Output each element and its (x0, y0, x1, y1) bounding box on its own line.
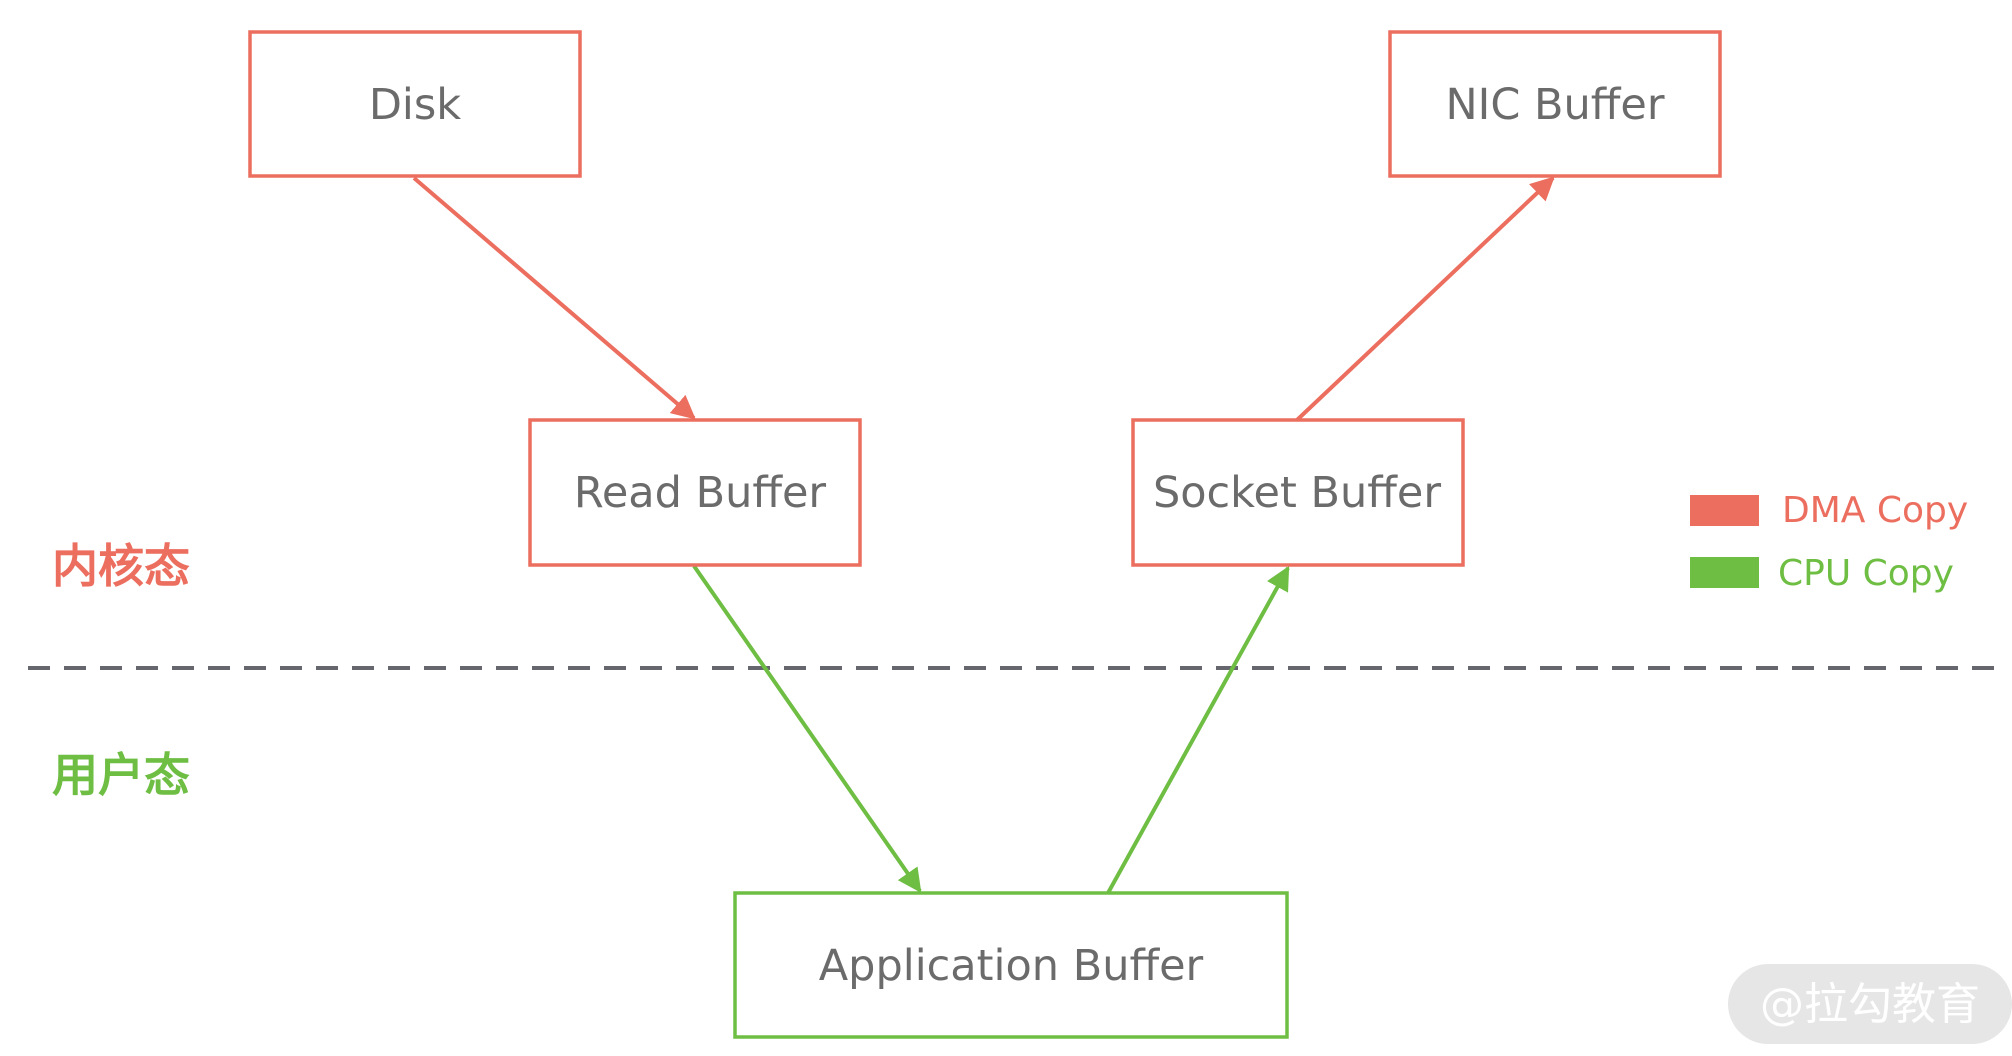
node-nic-buffer: NIC Buffer (1388, 30, 1722, 178)
legend-label-cpu: CPU Copy (1778, 553, 1954, 594)
svg-text:Socket Buffer: Socket Buffer (1153, 468, 1441, 518)
node-socket-buffer: Socket Buffer (1131, 418, 1465, 567)
arrow-application-buffer-to-socket-buffer (1106, 565, 1290, 894)
node-read-buffer: Read Buffer (528, 418, 862, 567)
svg-text:Application Buffer: Application Buffer (819, 941, 1204, 991)
node-disk: Disk (248, 30, 582, 178)
legend-swatch-cpu (1690, 557, 1759, 588)
user-zone-label: 用户态 (52, 748, 190, 802)
arrow-read-buffer-to-application-buffer (692, 564, 922, 893)
svg-text:Read Buffer: Read Buffer (574, 468, 827, 518)
node-application-buffer: Application Buffer (733, 891, 1289, 1039)
svg-text:@拉勾教育: @拉勾教育 (1760, 979, 1980, 1030)
svg-text:NIC Buffer: NIC Buffer (1445, 80, 1664, 130)
kernel-zone-label: 内核态 (52, 539, 190, 593)
watermark: @拉勾教育 (1728, 964, 2012, 1044)
legend-label-dma: DMA Copy (1782, 490, 1968, 531)
arrow-disk-to-read-buffer (412, 176, 696, 420)
arrow-socket-buffer-to-nic-buffer (1295, 176, 1555, 422)
legend-swatch-dma (1690, 495, 1759, 526)
svg-text:Disk: Disk (369, 80, 461, 130)
legend: DMA Copy CPU Copy (1690, 490, 1968, 594)
